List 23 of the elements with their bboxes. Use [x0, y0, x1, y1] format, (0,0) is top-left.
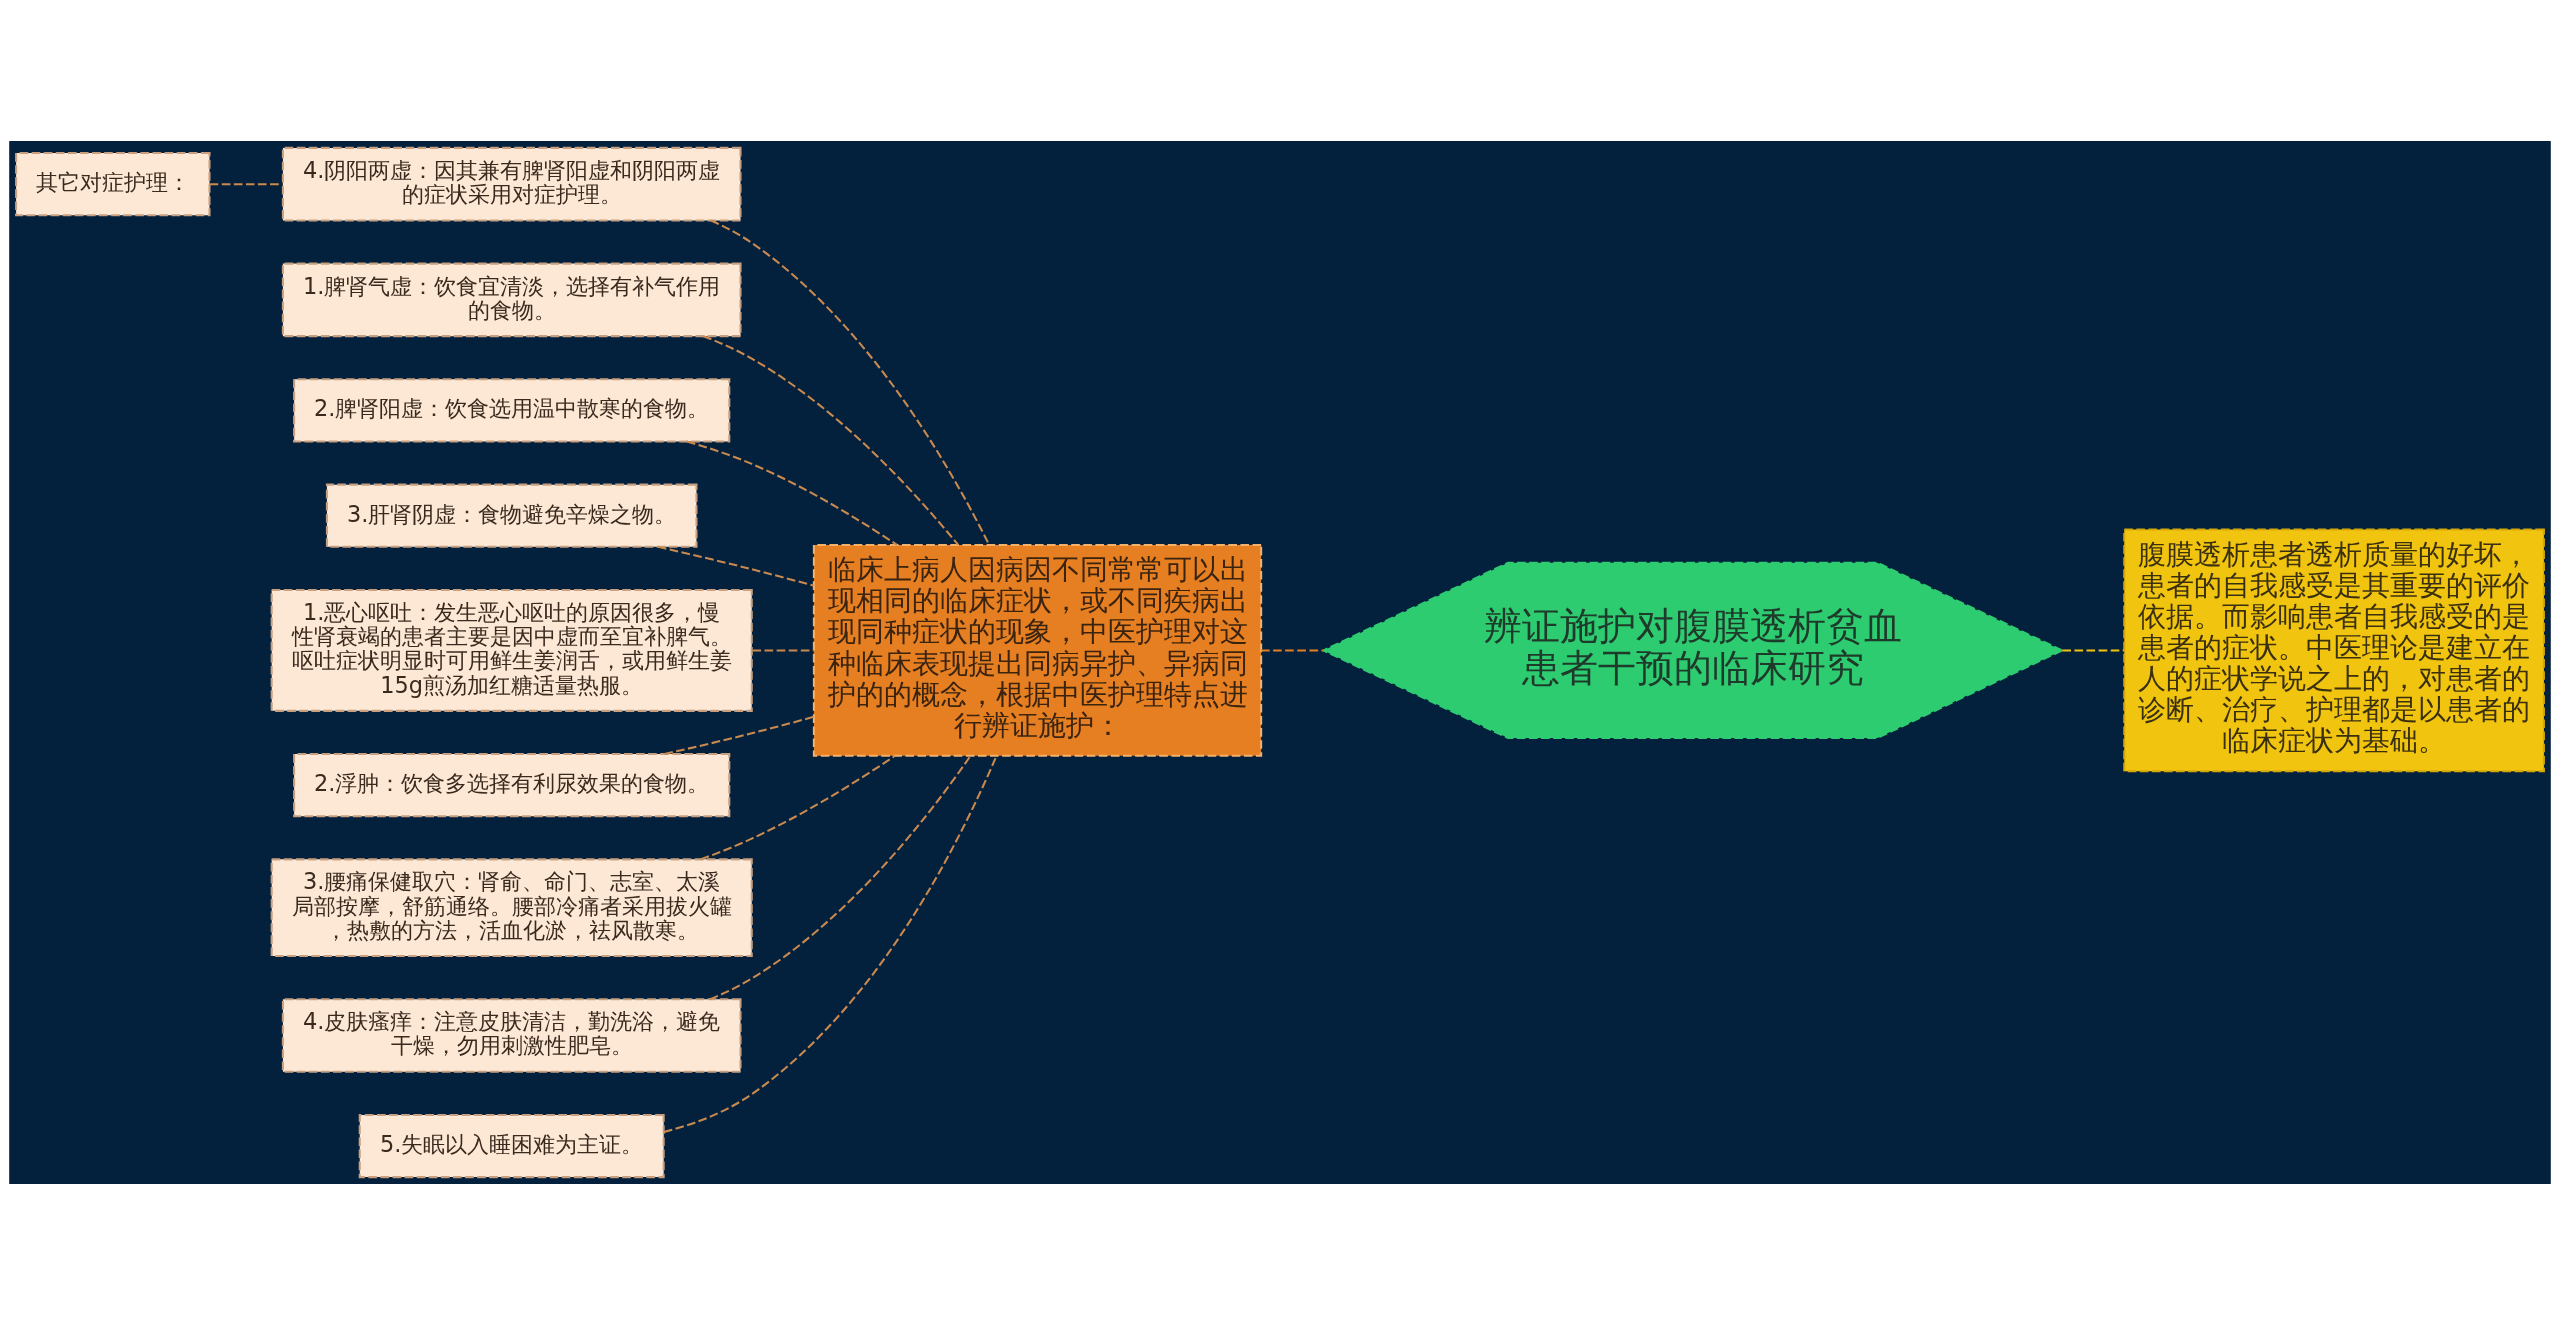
connector [663, 755, 998, 1133]
connector [2062, 649, 2125, 652]
connector [664, 715, 814, 755]
node-box: 1.恶心呕吐：发生恶心呕吐的原因很多，慢性肾衰竭的患者主要是因中虚而至宜补脾气。呕吐症状明显时可用鲜生姜润舌，或用鲜生姜15g煎汤加红糖适量热服。 [270, 588, 753, 712]
connector [702, 335, 959, 546]
node-box: 4.阴阳两虚：因其兼有脾肾阳虚和阴阳两虚的症状采用对症护理。 [281, 146, 742, 222]
node-box: 5.失眠以入睡困难为主证。 [358, 1113, 665, 1179]
node-box: 2.浮肿：饮食多选择有利尿效果的食物。 [293, 753, 731, 818]
connector [1261, 649, 1323, 652]
connector [710, 219, 991, 546]
node-box: 临床上病人因病因不同常常可以出现相同的临床症状，或不同疾病出现同种症状的现象，中医护理对这种临床表现提出同病异护、异病同护的的概念，根据中医护理特点进行辨证施护： [812, 544, 1263, 757]
node-box: 3.腰痛保健取穴：肾俞、命门、志室、太溪局部按摩，舒筋通络。腰部冷痛者采用拔火罐，热敷的方法，活血化淤，祛风散寒。 [270, 858, 753, 958]
connector [700, 755, 896, 861]
connector [657, 545, 814, 587]
connector [686, 440, 898, 546]
node-box: 3.肝肾阴虚：食物避免辛燥之物。 [325, 483, 698, 548]
connector [752, 649, 814, 652]
node-box: 1.脾肾气虚：饮食宜清淡，选择有补气作用的食物。 [281, 262, 742, 338]
node-box: 腹膜透析患者透析质量的好坏，患者的自我感受是其重要的评价依据。而影响患者自我感受的是患者的症状。中医理论是建立在人的症状学说之上的，对患者的诊断、治疗、护理都是以患者的临床症状为基础。 [2123, 528, 2545, 773]
node-box: 其它对症护理： [15, 152, 211, 217]
node-box: 4.皮肤瘙痒：注意皮肤清洁，勤洗浴，避免干燥，勿用刺激性肥皂。 [281, 998, 742, 1073]
node-box: 2.脾肾阳虚：饮食选用温中散寒的食物。 [293, 378, 731, 443]
connector [709, 755, 972, 1001]
